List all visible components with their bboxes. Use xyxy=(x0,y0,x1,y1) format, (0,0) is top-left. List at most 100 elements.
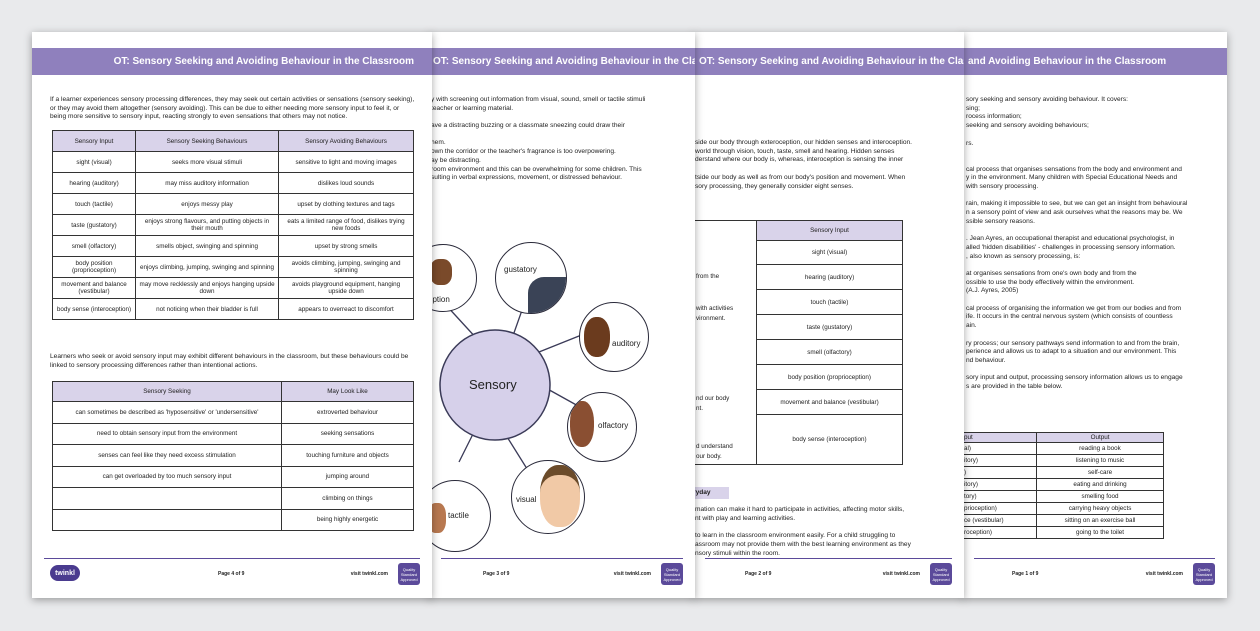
page-header: OT: Sensory Seeking and Avoiding Behavio… xyxy=(693,48,964,75)
table-row: body position (proprioception)enjoys cli… xyxy=(52,256,414,278)
table-cell: smell (olfactory) xyxy=(52,235,136,257)
node-auditory: auditory xyxy=(579,302,649,372)
table-cell: taste (gustatory) xyxy=(757,315,902,340)
text-line: nt with play and learning activities. xyxy=(695,514,796,522)
table-header: Output xyxy=(1036,432,1164,443)
visit-link: visit twinkl.com xyxy=(350,571,388,577)
page-body-text: side our body through exteroception, our… xyxy=(695,139,955,191)
table-cell: roception) xyxy=(962,526,1038,539)
text-line: perience and allows us to adapt to a sit… xyxy=(966,348,1177,356)
text-line xyxy=(966,157,1221,166)
text-line xyxy=(966,261,1221,270)
table-cell: upset by clothing textures and tags xyxy=(278,193,414,215)
text-line xyxy=(695,165,955,174)
sensory-behaviours-table: Sensory Input Sensory Seeking Behaviours… xyxy=(52,130,414,320)
text-line xyxy=(966,366,1221,375)
table-cell: smell (olfactory) xyxy=(757,340,902,365)
table-cell: seeks more visual stimuli xyxy=(134,151,280,173)
quality-badge: Quality Standard Approved xyxy=(661,563,683,585)
table-cell: extroverted behaviour xyxy=(281,401,414,424)
table-header: Sensory Seeking Behaviours xyxy=(134,130,280,152)
twinkl-logo: twinkl xyxy=(50,565,80,581)
table-header: Sensory Input xyxy=(757,221,902,241)
text-line: rocess information; xyxy=(966,113,1022,121)
table-header: Sensory Seeking xyxy=(52,381,282,402)
table-row: can get overloaded by too much sensory i… xyxy=(52,465,414,488)
subheading-label: ryday xyxy=(693,489,711,496)
table-cell: climbing on things xyxy=(281,487,414,510)
page-body-text: y with screening out information from vi… xyxy=(431,96,689,183)
table-header: put xyxy=(962,432,1038,443)
document-page-4: OT: Sensory Seeking and Avoiding Behavio… xyxy=(32,32,432,598)
footer-divider xyxy=(441,558,683,559)
table-cell: reading a book xyxy=(1036,442,1164,455)
table-cell: hearing (auditory) xyxy=(52,172,136,194)
document-page-2: OT: Sensory Seeking and Avoiding Behavio… xyxy=(693,32,964,598)
text-line: teacher or learning material. xyxy=(431,104,514,112)
text-line: sing; xyxy=(966,104,980,112)
text-line: mation can make it hard to participate i… xyxy=(695,506,905,513)
table-cell: may miss auditory information xyxy=(134,172,280,194)
table-cell: enjoys messy play xyxy=(134,193,280,215)
table-cell-fragment: our body. xyxy=(696,453,722,460)
visit-link: visit twinkl.com xyxy=(882,571,920,577)
table-cell: touching furniture and objects xyxy=(281,444,414,467)
sensory-centre-label: Sensory xyxy=(469,377,517,392)
table-cell: body position (proprioception) xyxy=(757,365,902,390)
text-line xyxy=(966,148,1221,157)
gustatory-illustration xyxy=(528,277,566,313)
quality-badge: Quality Standard Approved xyxy=(930,563,952,585)
text-line: cal process that organises sensations fr… xyxy=(966,165,1182,173)
table-cell: need to obtain sensory input from the en… xyxy=(52,422,282,445)
table-cell: body position (proprioception) xyxy=(52,256,136,278)
text-line: ossible to use the body effectively with… xyxy=(966,278,1135,286)
table-cell: sensitive to light and moving images xyxy=(278,151,414,173)
table-cell: enjoys strong flavours, and putting obje… xyxy=(134,214,280,236)
table-cell: body sense (interoception) xyxy=(792,436,867,443)
text-line: nsory stimuli within the room. xyxy=(695,549,781,557)
text-line: sory seeking and sensory avoiding behavi… xyxy=(966,96,1129,103)
sensory-seeking-table: Sensory Seeking May Look Like can someti… xyxy=(52,381,414,531)
page-number: Page 2 of 9 xyxy=(745,571,772,577)
table-row: taste (gustatory)enjoys strong flavours,… xyxy=(52,214,414,236)
page-number: Page 3 of 9 xyxy=(483,571,510,577)
text-line: nd behaviour. xyxy=(966,356,1006,364)
header-title: and Avoiding Behaviour in the Classroom xyxy=(968,56,1167,67)
text-line: ain. xyxy=(966,322,977,330)
table-cell: smells object, swinging and spinning xyxy=(134,235,280,257)
text-line: ry process; our sensory pathways send in… xyxy=(966,339,1180,347)
table-cell: seeking sensations xyxy=(281,422,414,445)
header-label: Sensory Input xyxy=(810,227,849,234)
table-cell-fragment: nd our body xyxy=(696,395,730,402)
table-row: )self-care xyxy=(962,466,1164,479)
table-cell: eating and drinking xyxy=(1036,478,1164,491)
table-cell: avoids climbing, jumping, swinging and s… xyxy=(278,256,414,278)
table-header: May Look Like xyxy=(281,381,414,402)
text-line: side our body through exteroception, our… xyxy=(695,139,913,146)
table-cell: going to the toilet xyxy=(1036,526,1164,539)
page-header: and Avoiding Behaviour in the Classroom xyxy=(962,48,1227,75)
table-cell: jumping around xyxy=(281,465,414,488)
footer-divider xyxy=(44,558,420,559)
table-cell: hearing (auditory) xyxy=(757,265,902,290)
text-line: y with screening out information from vi… xyxy=(431,96,646,103)
text-line: sory input and output, processing sensor… xyxy=(966,374,1183,382)
text-line xyxy=(966,131,1221,140)
table-cell: self-care xyxy=(1036,466,1164,479)
node-visual: visual xyxy=(511,460,585,534)
table-cell: can get overloaded by too much sensory i… xyxy=(52,465,282,488)
text-line: s are provided in the table below. xyxy=(966,383,1063,391)
table-cell: ) xyxy=(962,466,1038,479)
table-cell: touch (tactile) xyxy=(52,193,136,215)
text-line: world through vision, touch, taste, smel… xyxy=(695,147,895,155)
table-header: Sensory Input xyxy=(52,130,136,152)
footer-divider xyxy=(705,558,952,559)
table-row: can sometimes be described as 'hyposensi… xyxy=(52,401,414,424)
text-line xyxy=(966,226,1221,235)
text-line: assroom may not provide them with the be… xyxy=(695,540,911,548)
node-tactile: tactile xyxy=(429,480,491,552)
table-cell: movement and balance (vestibular) xyxy=(52,277,136,299)
table-cell: touch (tactile) xyxy=(757,290,902,315)
table-cell: listening to music xyxy=(1036,454,1164,467)
table-cell: body sense (interoception) xyxy=(52,298,136,320)
